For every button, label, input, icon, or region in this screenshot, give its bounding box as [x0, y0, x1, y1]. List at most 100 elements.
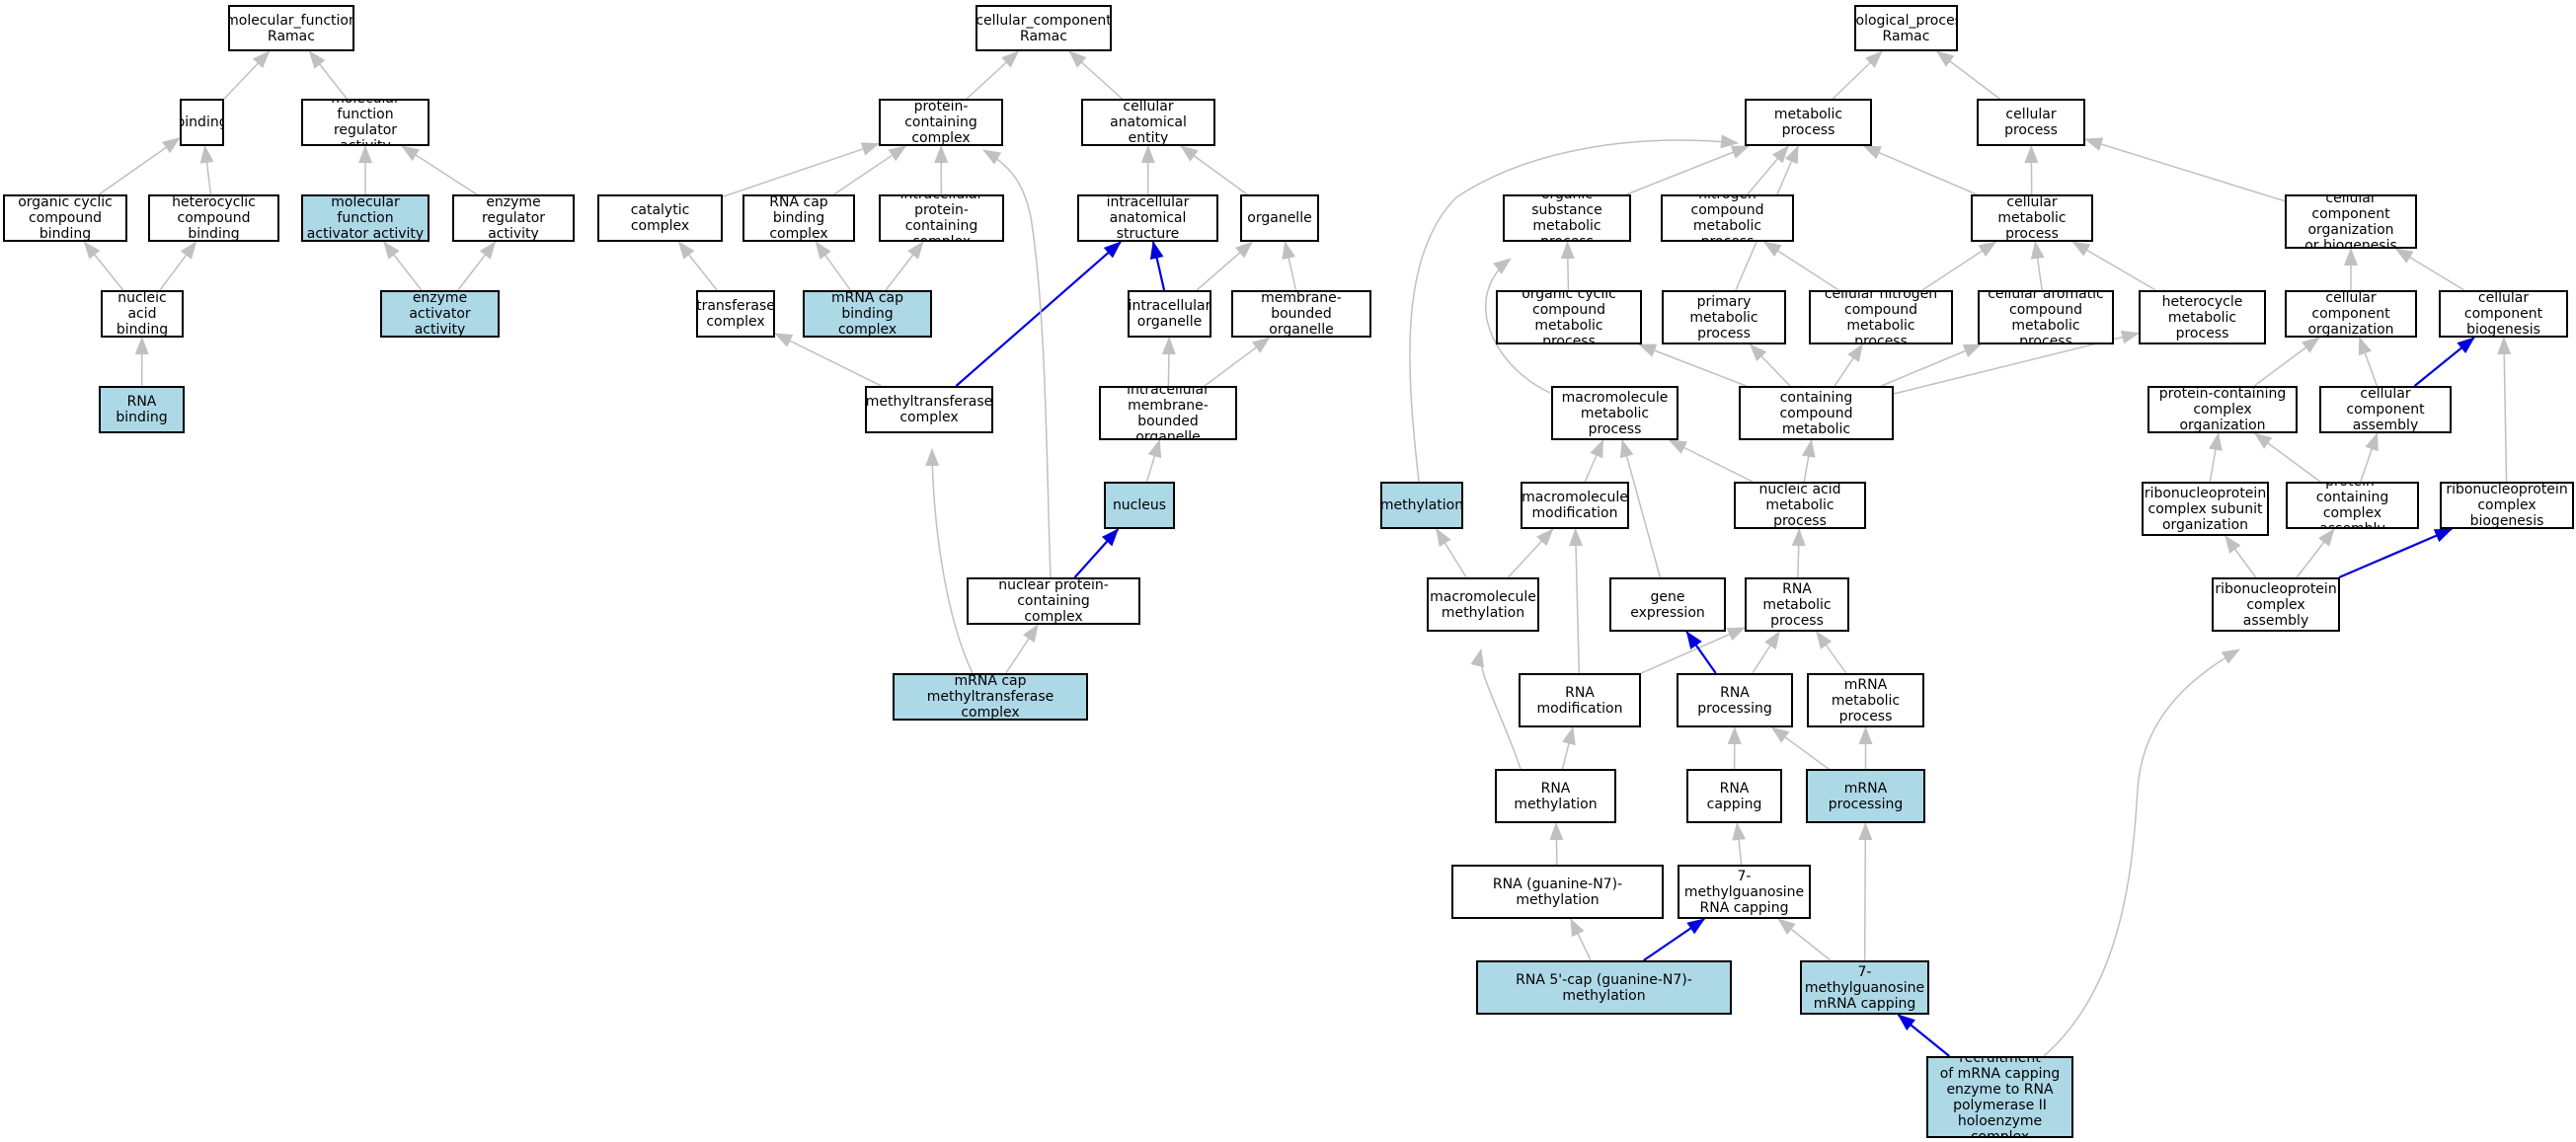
edge-ic-org-to-organelle [1196, 241, 1254, 291]
go-term-cc-asm: cellular component assembly [2319, 386, 2452, 433]
go-term-rna-mod: RNA modification [1519, 673, 1641, 727]
go-term-rna-g-n7: RNA (guanine-N7)-methylation [1451, 865, 1664, 919]
go-term-enz-reg: enzyme regulator activity [452, 194, 575, 242]
edge-rna-mod-to-rna-met [1640, 627, 1746, 674]
edge-na-bind-to-org-cyc-bind [83, 241, 124, 291]
edge-mcmt-cx-to-mt-cx [925, 448, 974, 674]
edge-rna-mod-to-macro-mod [1569, 528, 1584, 674]
go-term-trans-cx: transferase complex [696, 290, 775, 338]
go-term-na-bind: nucleic acid binding [101, 290, 184, 338]
go-term-met-proc: metabolic process [1745, 99, 1872, 146]
go-term-rna-cap: RNA capping [1686, 769, 1782, 823]
go-term-pcc: protein-containing complex [879, 99, 1003, 146]
go-term-cell-arom: cellular aromatic compound metabolic pro… [1978, 290, 2114, 344]
edge-cell-met-to-met-proc [1862, 145, 1978, 195]
edge-macro-met-to-org-sub [1485, 258, 1551, 394]
edge-mg-mrna-cap-to-mrna-proc [1858, 822, 1873, 961]
edge-rnp-asm-to-rnp-sub [2225, 535, 2257, 578]
go-term-enz-act: enzyme activator activity [380, 290, 500, 338]
edge-cell-proc-to-bp-root [1935, 50, 2000, 100]
edge-methylation-to-met-proc [1409, 134, 1739, 483]
go-term-mb-org: membrane-bounded organelle [1231, 290, 1371, 338]
go-term-organelle: organelle [1240, 194, 1319, 242]
edge-rna5-cap-to-mg-rna-cap [1643, 918, 1706, 961]
go-term-npcc: nuclear protein-containing complex [967, 577, 1140, 625]
go-term-bp-root: biological_process Ramac [1854, 5, 1958, 51]
edge-rnp-asm-to-rnp-bio [2338, 527, 2454, 579]
go-term-rna-bind: RNA binding [99, 386, 185, 433]
edge-nbc-met-to-org-cyc-met [1638, 343, 1747, 387]
go-term-rna-proc: RNA processing [1677, 673, 1793, 727]
edge-pcc-to-cc-root [966, 50, 1020, 100]
go-term-org-sub: organic substance metabolic process [1503, 194, 1631, 242]
go-term-nbc-met: nucleobase-containing compound metabolic… [1739, 386, 1894, 440]
edge-cell-n-met-to-cell-met [1921, 241, 1997, 291]
go-term-prim-met: primary metabolic process [1662, 290, 1786, 344]
edge-cc-asm-to-cc-bio [2413, 337, 2475, 387]
edge-trans-cx-to-cat-cx [677, 241, 718, 291]
go-term-rnp-sub: ribonucleoprotein complex subunit organi… [2142, 482, 2269, 536]
edge-macro-meth-to-methylation [1436, 528, 1467, 578]
edge-na-bind-to-het-bind [159, 241, 197, 291]
edge-mt-cx-to-trans-cx [774, 333, 882, 387]
go-term-mg-mrna-cap: 7-methylguanosine mRNA capping [1800, 960, 1929, 1015]
go-term-cc-org: cellular component organization [2285, 290, 2417, 338]
edge-rnp-asm-to-pc-asm [2296, 528, 2335, 578]
edge-rna-g-n7-to-rna-meth [1549, 822, 1564, 866]
edge-imb-org-to-ic-org [1161, 337, 1176, 387]
go-term-org-cyc-bind: organic cyclic compound binding [3, 194, 127, 242]
go-term-rna-meth: RNA methylation [1495, 769, 1616, 823]
edge-rna5-cap-to-rna-g-n7 [1570, 918, 1592, 961]
go-term-mf-reg: molecular function regulator activity [301, 99, 429, 146]
edge-na-met-to-nbc-met [1801, 439, 1816, 483]
edge-pc-asm-to-cc-asm [2360, 432, 2379, 483]
edge-pc-org-to-cc-org [2253, 337, 2320, 387]
edge-npcc-to-pcc [982, 149, 1052, 578]
edge-mrna-proc-to-rna-proc [1770, 726, 1830, 770]
go-term-mf-act: molecular function activator activity [301, 194, 429, 242]
edge-nbc-met-to-prim-met [1749, 343, 1791, 387]
go-term-rnp-asm: ribonucleoprotein complex assembly [2212, 577, 2340, 632]
go-term-ias: intracellular anatomical structure [1077, 194, 1218, 242]
edge-mb-org-to-organelle [1282, 241, 1297, 291]
go-term-gene-exp: gene expression [1609, 577, 1726, 632]
edge-ccob-to-cell-proc [2084, 137, 2286, 202]
edge-mrna-met-to-rna-met [1816, 631, 1847, 674]
go-term-ccob: cellular component organization or bioge… [2285, 194, 2417, 249]
go-term-na-met: nucleic acid metabolic process [1734, 482, 1866, 529]
edge-recruit-to-mg-mrna-cap [1897, 1014, 1950, 1057]
edge-binding-to-mf-root [223, 50, 271, 100]
go-term-pc-asm: protein-containing complex assembly [2286, 482, 2419, 529]
edge-na-met-to-macro-met [1668, 439, 1754, 483]
edge-organelle-to-cae [1180, 145, 1248, 195]
go-term-rnp-bio: ribonucleoprotein complex biogenesis [2440, 482, 2574, 529]
go-term-methylation: methylation [1380, 482, 1463, 529]
edge-nbc-met-to-cell-n-met [1834, 343, 1864, 387]
edge-enz-reg-to-mf-reg [401, 145, 478, 195]
go-term-org-cyc-met: organic cyclic compound metabolic proces… [1496, 290, 1642, 344]
edge-imb-org-to-mb-org [1204, 337, 1271, 387]
edge-cell-n-met-to-n-comp [1762, 241, 1839, 291]
edge-het-bind-to-binding [199, 145, 214, 195]
go-term-rna-met: RNA metabolic process [1745, 577, 1849, 632]
go-term-cc-root: cellular_component Ramac [976, 5, 1112, 51]
edge-cell-met-to-cell-proc [2024, 145, 2039, 195]
edge-recruit-to-rnp-asm [2043, 648, 2240, 1057]
edge-gene-exp-to-macro-met [1619, 439, 1662, 578]
go-term-mg-rna-cap: 7-methylguanosine RNA capping [1678, 865, 1811, 919]
edge-mcb-cx-to-ipcc [885, 241, 924, 291]
edge-rnp-sub-to-pc-org [2209, 432, 2223, 483]
go-term-ipcc: intracellular protein-containing complex [879, 194, 1004, 242]
edge-rna-meth-to-macro-meth [1470, 648, 1522, 770]
edge-nucleus-to-imb-org [1145, 439, 1162, 483]
edge-macro-meth-to-macro-mod [1507, 528, 1554, 578]
go-term-mf-root: molecular_function Ramac [228, 5, 354, 51]
go-term-het-bind: heterocyclic compound binding [148, 194, 279, 242]
edge-rna-proc-to-rna-met [1752, 631, 1780, 674]
go-term-mrna-met: mRNA metabolic process [1807, 673, 1924, 727]
go-term-imb-org: intracellular membrane-bounded organelle [1099, 386, 1237, 440]
edge-npcc-to-nucleus [1073, 528, 1120, 578]
edge-rna-meth-to-rna-mod [1561, 726, 1576, 770]
edge-pc-asm-to-pc-org [2253, 432, 2321, 483]
edge-cae-to-cc-root [1068, 50, 1123, 100]
